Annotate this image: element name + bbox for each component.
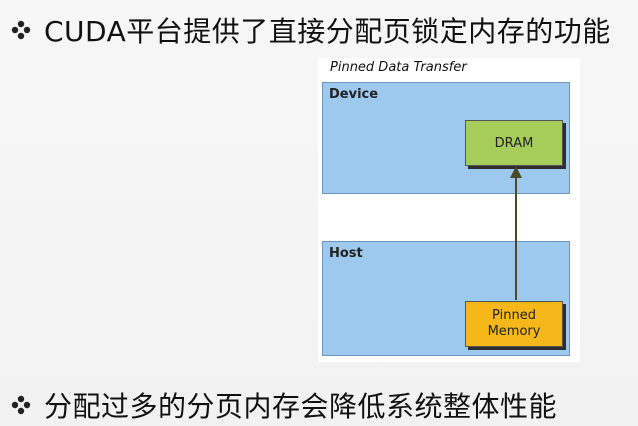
bullet-text-1: CUDA平台提供了直接分配页锁定内存的功能 [44,15,611,48]
bullet-item-2: 分配过多的分页内存会降低系统整体性能 [10,385,557,425]
bullet-item-1: CUDA平台提供了直接分配页锁定内存的功能 [10,10,611,50]
host-panel: Host Pinned Memory [322,241,570,356]
transfer-arrow [510,166,522,300]
bullet-text-2: 分配过多的分页内存会降低系统整体性能 [44,390,558,423]
pinned-memory-label: Pinned Memory [487,308,541,339]
pinned-memory-box: Pinned Memory [465,301,563,347]
pinned-transfer-diagram: Pinned Data Transfer Device DRAM Host Pi… [318,58,580,362]
host-label: Host [329,246,363,261]
device-label: Device [329,87,379,102]
diagram-title: Pinned Data Transfer [330,60,467,75]
bullet-diamond-icon [10,19,32,41]
dram-box: DRAM [465,120,563,166]
device-panel: Device DRAM [322,82,570,194]
dram-label: DRAM [494,135,534,151]
bullet-diamond-icon [10,394,32,416]
